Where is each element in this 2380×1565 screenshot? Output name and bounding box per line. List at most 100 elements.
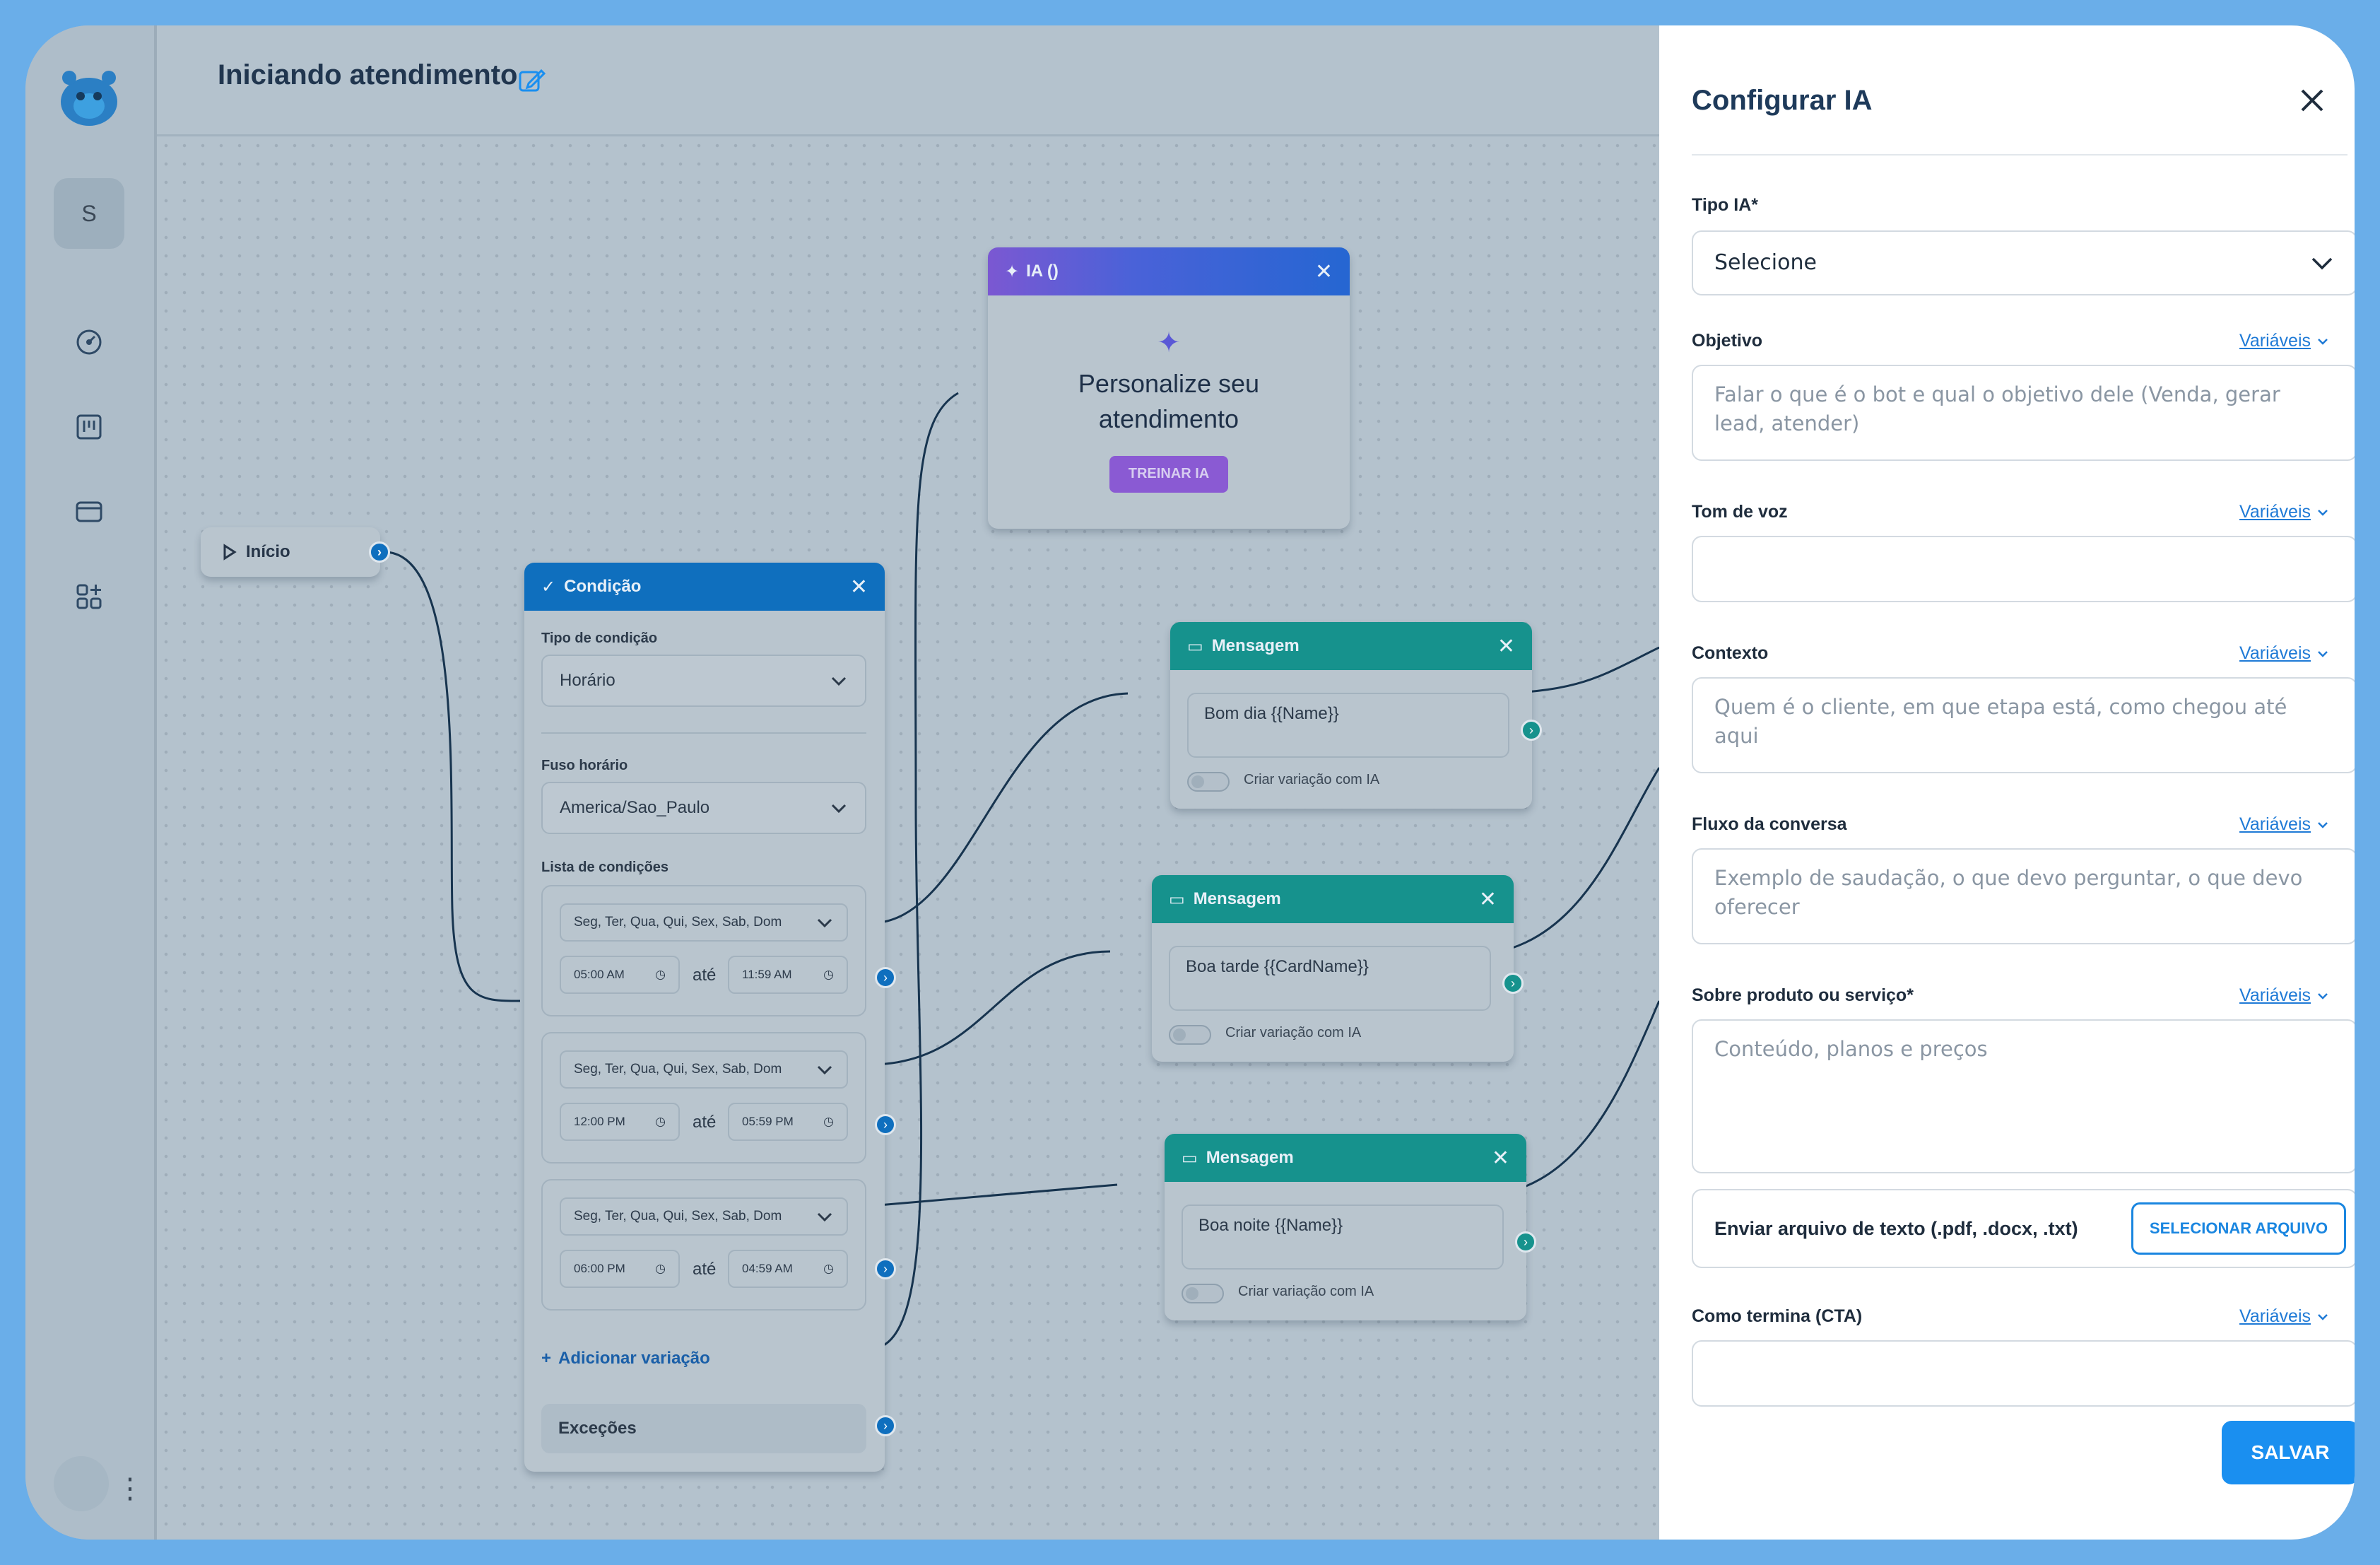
condition-type-label: Tipo de condição [541, 631, 658, 646]
variables-link-label: Variáveis [2239, 502, 2311, 522]
ia-node-body: ✦ Personalize seu atendimento TREINAR IA [988, 327, 1350, 493]
flow-canvas[interactable] [157, 136, 1659, 1540]
start-output-port[interactable]: › [369, 541, 390, 563]
variables-link[interactable]: Variáveis [2239, 985, 2329, 1006]
variables-link-label: Variáveis [2239, 331, 2311, 351]
variables-link[interactable]: Variáveis [2239, 331, 2329, 351]
end-time-input[interactable]: 11:59 AM◷ [728, 956, 848, 994]
ia-type-select[interactable]: Selecione [1692, 230, 2355, 295]
divider [541, 732, 866, 734]
start-time-value: 06:00 PM [574, 1262, 625, 1275]
end-time-value: 04:59 AM [742, 1262, 793, 1275]
variables-link[interactable]: Variáveis [2239, 643, 2329, 664]
days-value: Seg, Ter, Qua, Qui, Sex, Sab, Dom [574, 915, 782, 930]
timezone-select[interactable]: America/Sao_Paulo [541, 782, 866, 834]
condition-node[interactable]: ✓ Condição ✕ Tipo de condição Horário Fu… [524, 563, 896, 1472]
start-node[interactable]: Início › [201, 527, 390, 577]
message-text[interactable]: Boa tarde {{CardName}} [1169, 946, 1491, 1011]
message-output-port[interactable]: › [1515, 1231, 1536, 1253]
chat-icon: ▭ [1182, 1148, 1198, 1168]
clock-icon: ◷ [823, 1115, 834, 1128]
voice-tone-field[interactable] [1692, 536, 2355, 602]
save-button[interactable]: SALVAR [2222, 1421, 2355, 1484]
board-icon [76, 414, 102, 440]
days-select[interactable]: Seg, Ter, Qua, Qui, Sex, Sab, Dom [560, 903, 848, 942]
chevron-down-icon [831, 804, 847, 814]
objective-field[interactable]: Falar o que é o bot e qual o objetivo de… [1692, 365, 2355, 461]
ia-node[interactable]: ✦ IA () ✕ ✦ Personalize seu atendimento … [988, 247, 1350, 529]
close-icon[interactable]: ✕ [1314, 259, 1333, 283]
message-text[interactable]: Boa noite {{Name}} [1182, 1204, 1504, 1270]
dashboard-nav-button[interactable] [54, 307, 124, 377]
ai-variation-toggle[interactable] [1187, 772, 1230, 792]
rule-output-port[interactable]: › [875, 1114, 896, 1135]
message-output-port[interactable]: › [1502, 973, 1524, 994]
end-time-input[interactable]: 05:59 PM◷ [728, 1103, 848, 1141]
conversation-flow-field[interactable]: Exemplo de saudação, o que devo pergunta… [1692, 848, 2355, 944]
rule-output-port[interactable]: › [875, 967, 896, 988]
days-select[interactable]: Seg, Ter, Qua, Qui, Sex, Sab, Dom [560, 1050, 848, 1089]
ai-variation-toggle[interactable] [1182, 1284, 1224, 1303]
select-file-button[interactable]: SELECIONAR ARQUIVO [2131, 1202, 2346, 1255]
chevron-down-icon [2318, 650, 2328, 657]
variables-link[interactable]: Variáveis [2239, 814, 2329, 835]
start-time-input[interactable]: 05:00 AM◷ [560, 956, 680, 994]
board-nav-button[interactable] [54, 392, 124, 462]
close-icon[interactable] [2297, 85, 2328, 116]
ia-node-header: ✦ IA () ✕ [988, 247, 1350, 295]
sidebar: S ⋮ [25, 25, 157, 1540]
days-value: Seg, Ter, Qua, Qui, Sex, Sab, Dom [574, 1209, 782, 1224]
exceptions-output-port[interactable]: › [875, 1415, 896, 1436]
apps-nav-button[interactable] [54, 561, 124, 632]
ai-variation-label: Criar variação com IA [1238, 1284, 1374, 1299]
upload-label: Enviar arquivo de texto (.pdf, .docx, .t… [1714, 1217, 2078, 1239]
context-field[interactable]: Quem é o cliente, em que etapa está, com… [1692, 677, 2355, 773]
message-text[interactable]: Bom dia {{Name}} [1187, 693, 1509, 758]
start-node-label: Início [246, 542, 290, 561]
variables-link[interactable]: Variáveis [2239, 1306, 2329, 1327]
add-variation-button[interactable]: +Adicionar variação [541, 1349, 710, 1368]
close-icon[interactable]: ✕ [1497, 634, 1515, 658]
context-label: Contexto [1692, 643, 1769, 663]
check-icon: ✓ [541, 577, 556, 597]
product-field[interactable]: Conteúdo, planos e preços [1692, 1019, 2355, 1173]
workspace-button[interactable]: S [54, 178, 124, 249]
exceptions-row[interactable]: Exceções [541, 1404, 866, 1453]
cta-field[interactable] [1692, 1340, 2355, 1407]
chat-icon: ▭ [1169, 889, 1185, 909]
clock-icon: ◷ [655, 1262, 666, 1275]
cta-label: Como termina (CTA) [1692, 1306, 1863, 1326]
ai-variation-toggle[interactable] [1169, 1025, 1211, 1045]
message-output-port[interactable]: › [1521, 720, 1542, 741]
condition-type-select[interactable]: Horário [541, 655, 866, 707]
close-icon[interactable]: ✕ [1478, 887, 1497, 911]
logo-icon[interactable] [58, 66, 120, 129]
ia-node-heading: Personalize seu atendimento [1078, 369, 1260, 434]
message-node[interactable]: ▭ Mensagem ✕ Boa noite {{Name}} Criar va… [1165, 1134, 1536, 1320]
condition-rule: Seg, Ter, Qua, Qui, Sex, Sab, Dom 06:00 … [541, 1179, 866, 1311]
upload-row: Enviar arquivo de texto (.pdf, .docx, .t… [1692, 1189, 2355, 1268]
message-node-header: ▭ Mensagem ✕ [1152, 875, 1514, 923]
days-select[interactable]: Seg, Ter, Qua, Qui, Sex, Sab, Dom [560, 1197, 848, 1236]
end-time-input[interactable]: 04:59 AM◷ [728, 1250, 848, 1288]
until-label: até [693, 1260, 717, 1279]
until-label: até [693, 1113, 717, 1132]
message-node[interactable]: ▭ Mensagem ✕ Bom dia {{Name}} Criar vari… [1170, 622, 1542, 809]
wallet-nav-button[interactable] [54, 476, 124, 547]
start-time-input[interactable]: 12:00 PM◷ [560, 1103, 680, 1141]
more-options-icon[interactable]: ⋮ [116, 1473, 144, 1504]
condition-type-value: Horário [560, 671, 615, 690]
close-icon[interactable]: ✕ [849, 575, 868, 599]
variables-link[interactable]: Variáveis [2239, 502, 2329, 522]
close-icon[interactable]: ✕ [1491, 1146, 1509, 1170]
ai-variation-label: Criar variação com IA [1244, 772, 1380, 787]
rule-output-port[interactable]: › [875, 1258, 896, 1279]
train-ia-button[interactable]: TREINAR IA [1109, 455, 1228, 493]
page-title: Iniciando atendimento [218, 59, 518, 90]
play-icon [223, 544, 237, 561]
start-time-input[interactable]: 06:00 PM ◷ [560, 1250, 680, 1288]
edit-icon[interactable] [517, 66, 546, 95]
divider [1692, 154, 2347, 156]
avatar[interactable] [54, 1456, 109, 1511]
message-node[interactable]: ▭ Mensagem ✕ Boa tarde {{CardName}} Cria… [1152, 875, 1524, 1062]
